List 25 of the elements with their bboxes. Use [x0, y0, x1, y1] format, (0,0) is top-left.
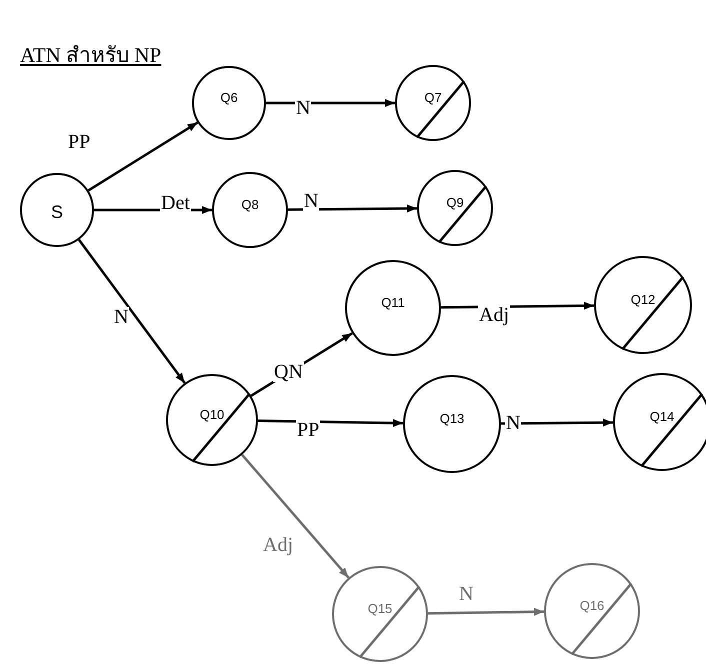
- arrow: [88, 121, 198, 192]
- edge-label: Adj: [478, 305, 510, 325]
- arrow: [500, 418, 614, 427]
- arrow: [288, 204, 418, 212]
- state-circle: Q9: [417, 170, 493, 246]
- state-circle: S: [20, 173, 94, 247]
- edge-label: Det: [160, 193, 191, 213]
- state-circle: Q11: [345, 260, 441, 356]
- state-circle: Q16: [544, 563, 640, 659]
- state-circle: Q15: [332, 566, 428, 662]
- state-circle: Q14: [613, 373, 706, 471]
- edge-label: QN: [273, 362, 304, 382]
- arrow: [428, 608, 544, 616]
- edge-label: Adj: [262, 535, 294, 555]
- state-circle: Q13: [403, 375, 501, 473]
- arrow: [241, 454, 350, 579]
- state-circle: Q8: [212, 172, 288, 248]
- state-circle: Q7: [395, 65, 471, 141]
- state-circle: Q6: [192, 66, 266, 140]
- arrow: [266, 99, 395, 107]
- edge-label: N: [303, 191, 320, 211]
- state-circle: Q12: [594, 256, 692, 354]
- arrow: [78, 239, 186, 384]
- title: ATN สำหรับ NP: [20, 42, 162, 69]
- state-circle: Q10: [166, 374, 258, 466]
